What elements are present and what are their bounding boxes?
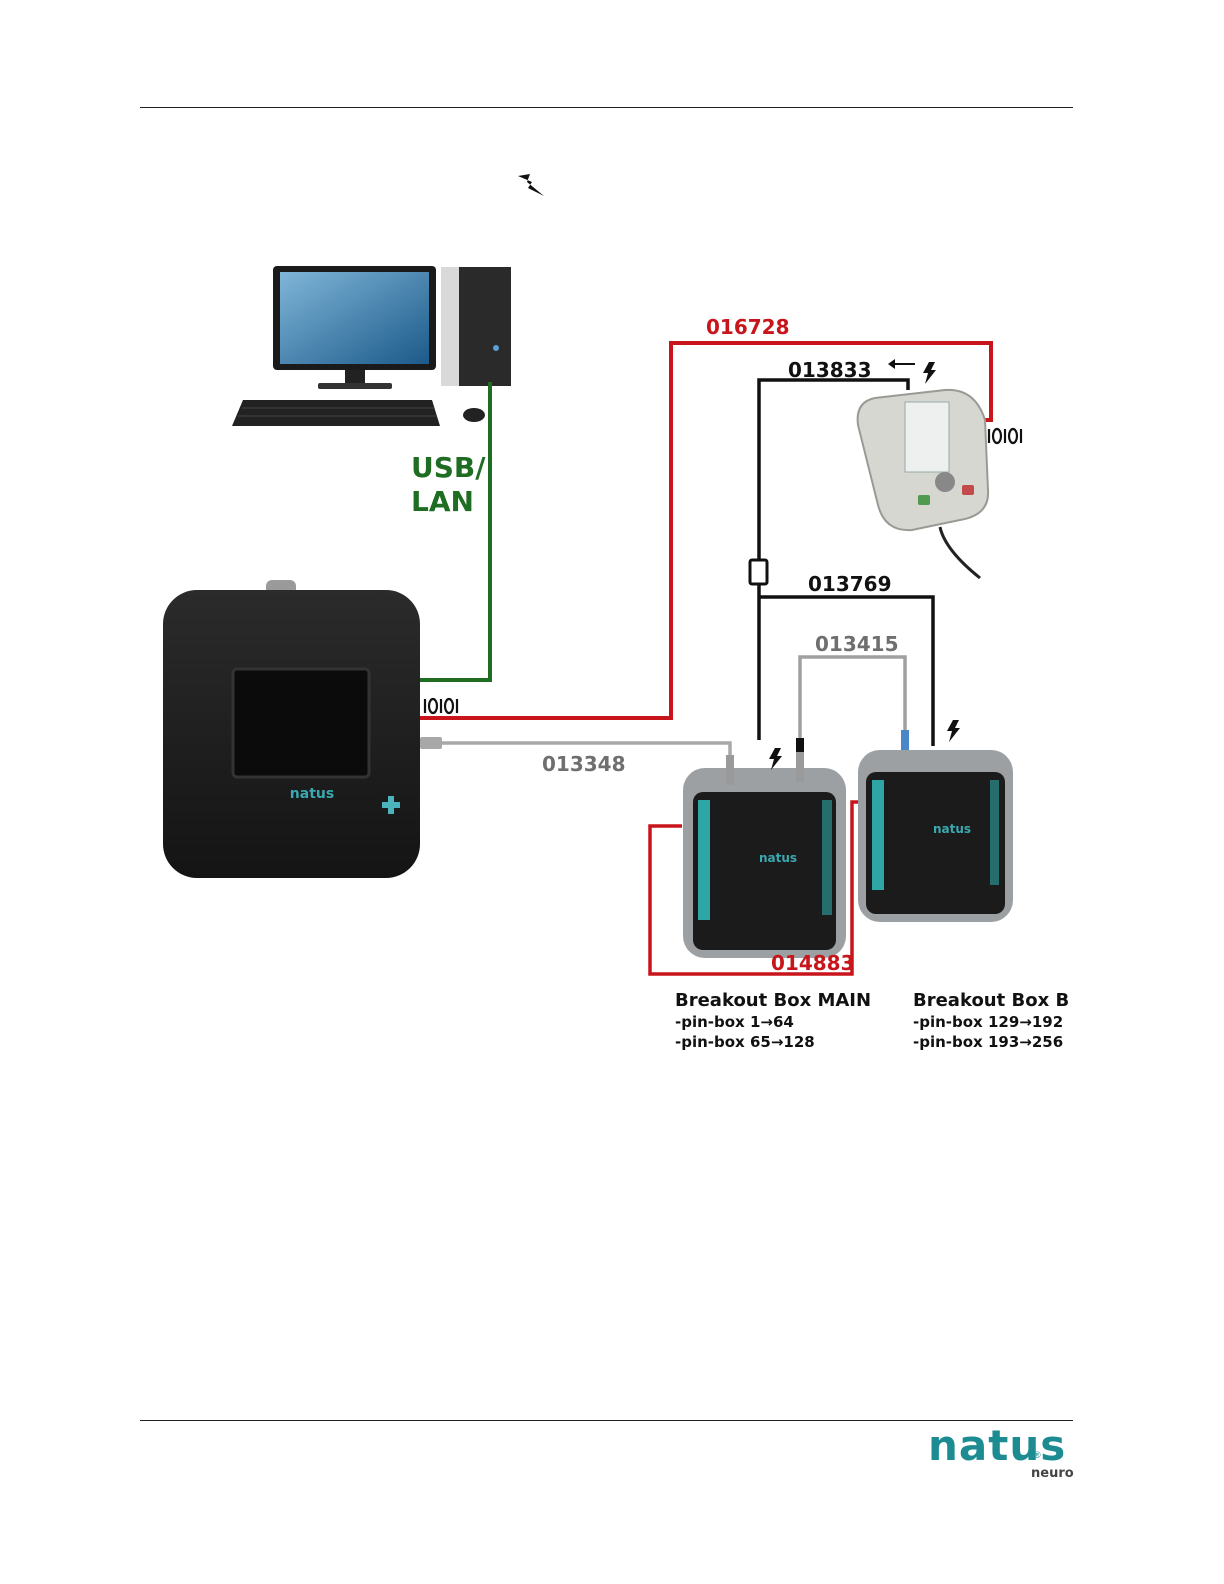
binary-data-icon bbox=[425, 699, 457, 713]
label-014883: 014883 bbox=[771, 951, 855, 975]
arrow-left-icon bbox=[888, 359, 915, 369]
amplifier-device: natus bbox=[163, 580, 420, 878]
breakout-main-line1: -pin-box 1→64 bbox=[675, 1013, 871, 1031]
binary-data-icon bbox=[989, 429, 1021, 443]
breakout-b-caption: Breakout Box B -pin-box 129→192 -pin-box… bbox=[913, 990, 1069, 1051]
breakout-box-b: natus bbox=[858, 750, 1013, 922]
label-013348: 013348 bbox=[542, 752, 626, 776]
remote-control-device bbox=[858, 390, 989, 578]
monitor-image bbox=[273, 266, 436, 389]
svg-text:natus: natus bbox=[759, 851, 797, 865]
mouse-image bbox=[463, 408, 485, 422]
cable-013769 bbox=[759, 597, 933, 746]
usb-lan-line2: LAN bbox=[411, 485, 485, 519]
breakout-box-main: natus bbox=[683, 752, 846, 958]
breakout-main-title: Breakout Box MAIN bbox=[675, 990, 871, 1011]
amplifier-brand: natus bbox=[290, 786, 334, 802]
svg-text:natus: natus bbox=[933, 822, 971, 836]
label-013833: 013833 bbox=[788, 358, 872, 382]
lightning-icon bbox=[769, 748, 782, 770]
label-013415: 013415 bbox=[815, 632, 899, 656]
lightning-icon bbox=[923, 362, 936, 384]
registered-mark: ® bbox=[1034, 1450, 1041, 1460]
breakout-b-line1: -pin-box 129→192 bbox=[913, 1013, 1069, 1031]
keyboard-image bbox=[232, 400, 440, 426]
usb-lan-cable bbox=[418, 382, 490, 680]
lightning-icon bbox=[947, 720, 960, 742]
computer-illustration bbox=[232, 266, 511, 426]
breakout-b-title: Breakout Box B bbox=[913, 990, 1069, 1011]
usb-lan-line1: USB/ bbox=[411, 451, 485, 485]
logo-subtitle: neuro bbox=[1031, 1466, 1074, 1481]
cable-013415 bbox=[800, 657, 905, 742]
breakout-main-caption: Breakout Box MAIN -pin-box 1→64 -pin-box… bbox=[675, 990, 871, 1051]
tower-image bbox=[441, 267, 511, 386]
usb-lan-label: USB/ LAN bbox=[411, 451, 485, 519]
plug-blue bbox=[901, 730, 909, 750]
breakout-main-line2: -pin-box 65→128 bbox=[675, 1033, 871, 1051]
lightning-icon bbox=[518, 174, 544, 196]
label-013769: 013769 bbox=[808, 572, 892, 596]
label-016728: 016728 bbox=[706, 315, 790, 339]
breakout-b-line2: -pin-box 193→256 bbox=[913, 1033, 1069, 1051]
cable-connector bbox=[750, 560, 767, 584]
plug-grey bbox=[420, 737, 442, 749]
natus-logo: natus bbox=[928, 1424, 1066, 1468]
